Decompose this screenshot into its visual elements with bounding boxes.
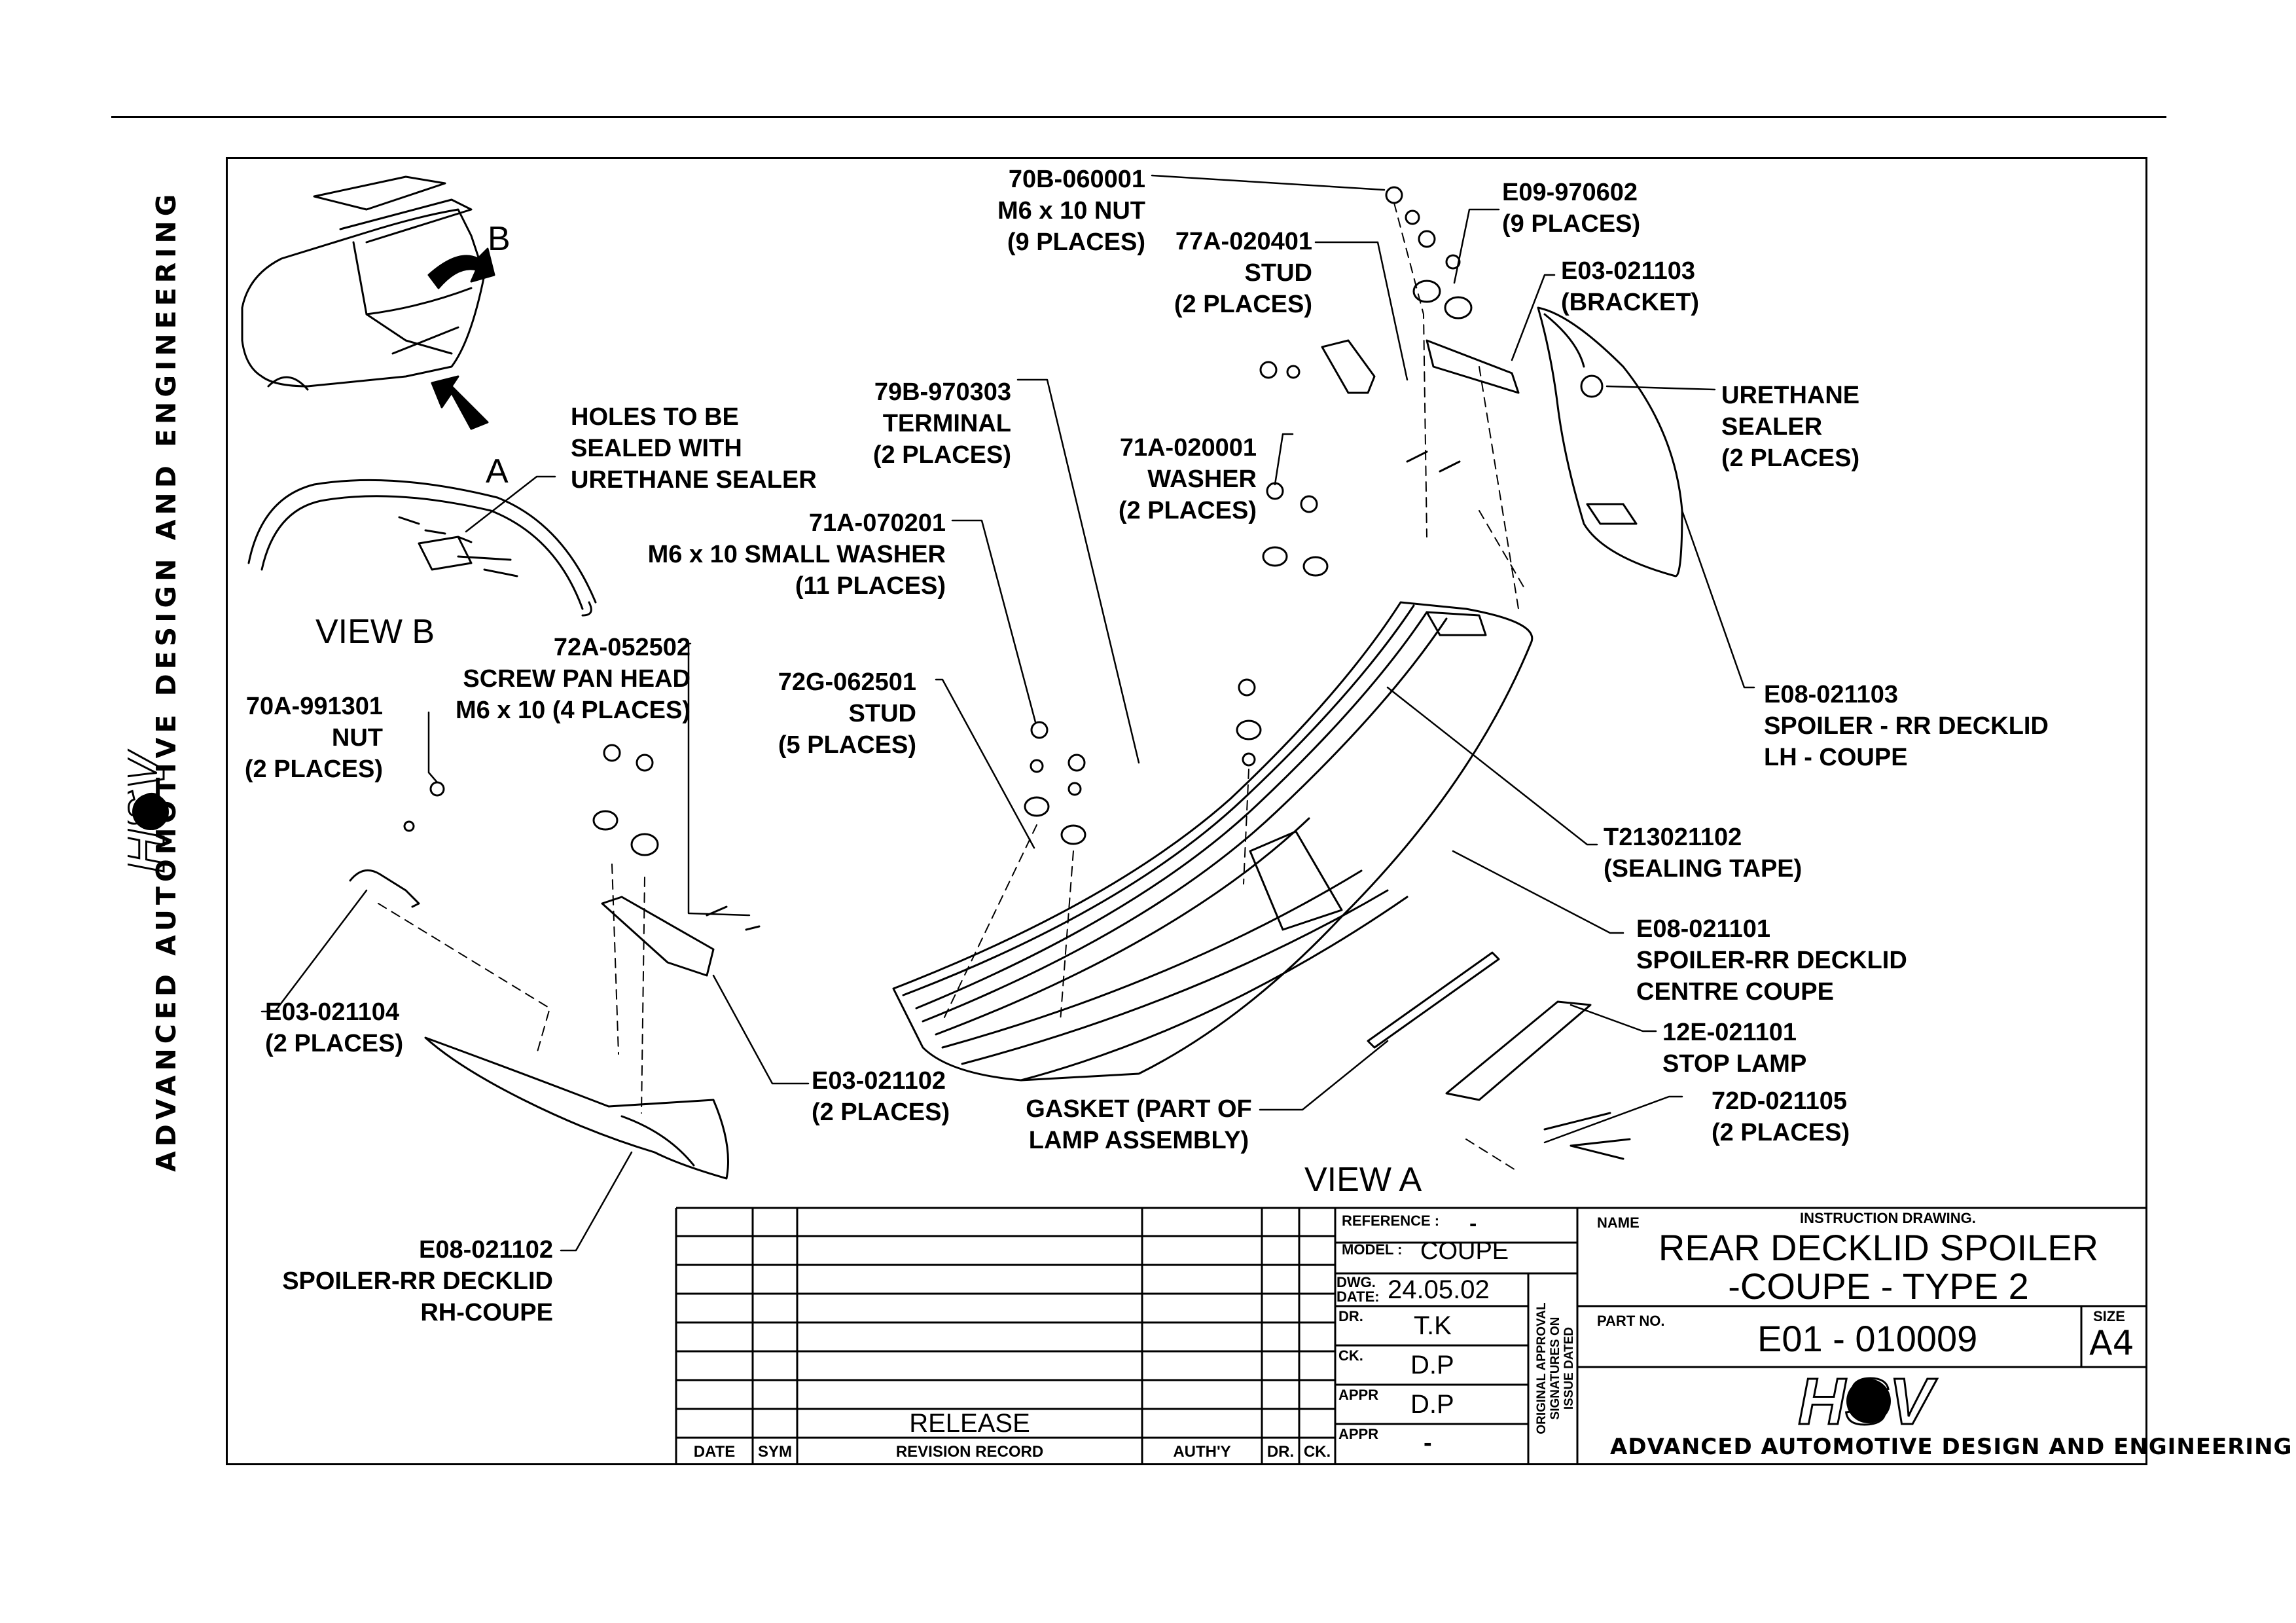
callout-stop-lamp: 12E-021101 STOP LAMP bbox=[1662, 1019, 1807, 1078]
tb-reference-label: REFERENCE : bbox=[1342, 1213, 1440, 1229]
callout-screw-72d: 72D-021105 (2 PLACES) bbox=[1712, 1087, 1850, 1146]
callout-washer-71a-020001: 71A-020001 WASHER (2 PLACES) bbox=[1118, 434, 1257, 524]
tb-title-line2: -COUPE - TYPE 2 bbox=[1728, 1266, 2029, 1307]
tb-col-revision: REVISION RECORD bbox=[895, 1443, 1044, 1461]
stop-lamp-part bbox=[1445, 1000, 1592, 1101]
tb-dwg-date-value: 24.05.02 bbox=[1388, 1275, 1490, 1304]
view-a-label: VIEW A bbox=[1304, 1161, 1422, 1199]
callout-e09: E09-970602 (9 PLACES) bbox=[1502, 179, 1641, 238]
callout-spoiler-centre: E08-021101 SPOILER-RR DECKLID CENTRE COU… bbox=[1636, 915, 1907, 1006]
tb-size-value: A4 bbox=[2089, 1324, 2134, 1363]
bracket-e03-021103 bbox=[1426, 339, 1520, 394]
leader-lines bbox=[260, 174, 1755, 1252]
callout-urethane: URETHANE SEALER (2 PLACES) bbox=[1721, 382, 1860, 472]
centre-spoiler-part bbox=[892, 601, 1534, 1082]
tb-part-no-label: PART NO. bbox=[1597, 1313, 1665, 1329]
tb-part-no: E01 - 010009 bbox=[1757, 1318, 1978, 1359]
fasteners bbox=[403, 186, 1631, 1160]
view-b-arrow bbox=[427, 247, 495, 289]
callout-spoiler-lh: E08-021103 SPOILER - RR DECKLID LH - COU… bbox=[1764, 681, 2049, 771]
callout-bracket-e03-021103: E03-021103 (BRACKET) bbox=[1561, 257, 1700, 316]
callout-stud-77a: 77A-020401 STUD (2 PLACES) bbox=[1174, 228, 1312, 318]
callout-terminal-79b: 79B-970303 TERMINAL (2 PLACES) bbox=[872, 378, 1011, 469]
tb-col-date: DATE bbox=[693, 1443, 736, 1461]
callout-gasket: GASKET (PART OF LAMP ASSEMBLY) bbox=[1026, 1095, 1252, 1154]
tb-approval-note: ORIGINAL APPROVAL SIGNATURES ON ISSUE DA… bbox=[1535, 1302, 1576, 1434]
callout-washer-71a-070201: 71A-070201 M6 x 10 SMALL WASHER (11 PLAC… bbox=[647, 509, 946, 600]
callout-sealing-tape: T213021102 (SEALING TAPE) bbox=[1604, 824, 1803, 883]
callout-stud-72g: 72G-062501 STUD (5 PLACES) bbox=[778, 668, 916, 759]
arrow-a-label: A bbox=[486, 452, 509, 490]
tb-reference-value: - bbox=[1469, 1211, 1477, 1236]
tb-dwg-date-label: DWG. DATE: bbox=[1336, 1274, 1380, 1305]
tb-appr2-label: APPR bbox=[1338, 1426, 1379, 1442]
gasket-part bbox=[1367, 951, 1500, 1049]
bracket-small bbox=[1321, 339, 1376, 394]
callout-screw-72a: 72A-052502 SCREW PAN HEAD M6 x 10 (4 PLA… bbox=[456, 634, 691, 724]
view-b-sketch bbox=[247, 479, 597, 617]
tb-col-ck: CK. bbox=[1303, 1443, 1331, 1461]
tb-dr-value: T.K bbox=[1414, 1311, 1452, 1340]
bracket-e03-021104 bbox=[349, 869, 420, 908]
callout-bracket-e03-021102: E03-021102 (2 PLACES) bbox=[812, 1067, 950, 1126]
tb-name-label: NAME bbox=[1597, 1214, 1640, 1231]
tb-instruction: INSTRUCTION DRAWING. bbox=[1800, 1210, 1976, 1226]
callout-nut-70a: 70A-991301 NUT (2 PLACES) bbox=[244, 693, 383, 783]
callout-spoiler-rh: E08-021102 SPOILER-RR DECKLID RH-COUPE bbox=[282, 1236, 553, 1326]
rh-spoiler-part bbox=[424, 1036, 729, 1180]
tb-appr-label: APPR bbox=[1338, 1387, 1379, 1403]
tb-col-auth: AUTH'Y bbox=[1173, 1443, 1231, 1461]
tb-model-label: MODEL : bbox=[1342, 1241, 1403, 1258]
drawing-frame bbox=[226, 157, 2147, 1465]
view-b-label: VIEW B bbox=[315, 613, 435, 651]
arrow-b-label: B bbox=[488, 220, 511, 258]
tb-ck-value: D.P bbox=[1410, 1351, 1454, 1379]
callout-nut-70b: 70B-060001 M6 x 10 NUT (9 PLACES) bbox=[997, 166, 1145, 256]
callout-bracket-e03-021104: E03-021104 (2 PLACES) bbox=[265, 998, 404, 1057]
tb-release: RELEASE bbox=[909, 1409, 1030, 1438]
car-sketch bbox=[241, 175, 486, 391]
tb-model-value: COUPE bbox=[1420, 1237, 1509, 1265]
centerlines bbox=[378, 202, 1526, 1173]
hsv-logo-title: HSV bbox=[1761, 1364, 1970, 1440]
tb-col-sym: SYM bbox=[757, 1443, 792, 1461]
bracket-e03-021102 bbox=[601, 896, 715, 977]
tb-dr-label: DR. bbox=[1338, 1308, 1363, 1324]
tb-appr-value: D.P bbox=[1410, 1390, 1454, 1419]
tb-appr2-value: - bbox=[1424, 1429, 1432, 1457]
view-a-arrow bbox=[431, 375, 489, 430]
top-rule bbox=[111, 116, 2166, 118]
tb-col-dr: DR. bbox=[1266, 1443, 1295, 1461]
tb-size-label: SIZE bbox=[2093, 1308, 2125, 1324]
tb-company: ADVANCED AUTOMOTIVE DESIGN AND ENGINEERI… bbox=[1610, 1434, 2293, 1460]
callout-holes: HOLES TO BE SEALED WITH URETHANE SEALER bbox=[571, 403, 817, 494]
tb-ck-label: CK. bbox=[1338, 1347, 1363, 1364]
lh-spoiler-part bbox=[1537, 306, 1683, 577]
tb-title-line1: REAR DECKLID SPOILER bbox=[1658, 1227, 2099, 1268]
